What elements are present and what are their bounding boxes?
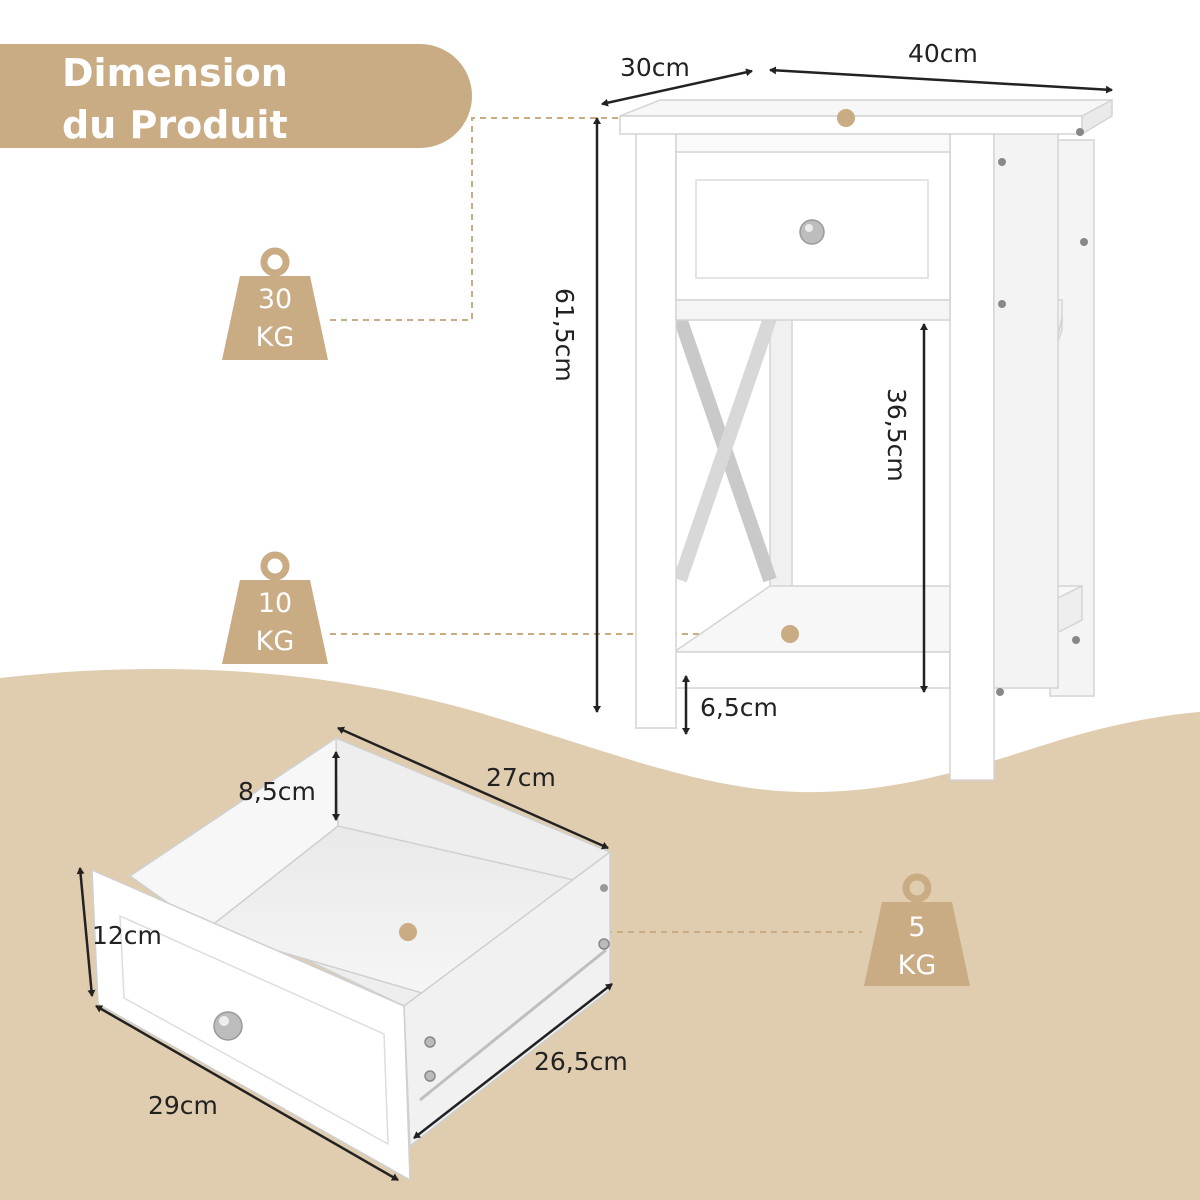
drawer-front-width-arrow [95, 1004, 399, 1182]
drawer-depth-arrow [413, 983, 613, 1139]
load-shelf-value: 10 [258, 588, 292, 619]
dimension-labels: 30cm 40cm 61,5cm 36,5cm 6,5cm 8,5cm 27cm… [92, 39, 978, 1120]
drawer-inner-height-label: 8,5cm [238, 777, 316, 806]
weight-icon [260, 247, 290, 277]
leader-dots [399, 109, 855, 941]
nightstand [619, 98, 1113, 781]
drawer-knob[interactable] [799, 219, 825, 245]
drawer-inner-width-label: 27cm [486, 763, 556, 792]
drawer-front-knob[interactable] [213, 1011, 243, 1041]
weight-badge-shelf: 10 KG [222, 551, 328, 664]
drawer-front-height-label: 12cm [92, 921, 162, 950]
load-drawer-unit: KG [898, 950, 937, 981]
load-top-unit: KG [256, 322, 295, 353]
drawer-inner-width-arrow [337, 726, 609, 850]
load-shelf-unit: KG [256, 626, 295, 657]
drawer-front-height-arrow [76, 867, 96, 997]
dimension-arrows [76, 66, 1113, 1182]
width-arrow [769, 66, 1113, 94]
depth-label: 30cm [620, 53, 690, 82]
weight-badge-drawer: 5 KG [864, 873, 970, 986]
width-label: 40cm [908, 39, 978, 68]
depth-arrow [601, 68, 753, 107]
title-banner: Dimension du Produit [0, 44, 472, 148]
weight-icon [260, 551, 290, 581]
drawer-front-width-label: 29cm [148, 1091, 218, 1120]
height-label: 61,5cm [550, 288, 579, 382]
load-drawer-value: 5 [908, 912, 925, 943]
table-top [619, 99, 1113, 117]
weight-badge-top: 30 KG [222, 247, 328, 360]
front-right-leg [949, 127, 995, 781]
title-line-2: du Produit [62, 103, 288, 147]
title-line-1: Dimension [62, 51, 288, 95]
leg-height-label: 6,5cm [700, 693, 778, 722]
drawer-depth-label: 26,5cm [534, 1047, 628, 1076]
front-left-leg [635, 127, 677, 729]
shelf-clearance-label: 36,5cm [882, 388, 911, 482]
load-top-value: 30 [258, 284, 292, 315]
weight-icon [902, 873, 932, 903]
